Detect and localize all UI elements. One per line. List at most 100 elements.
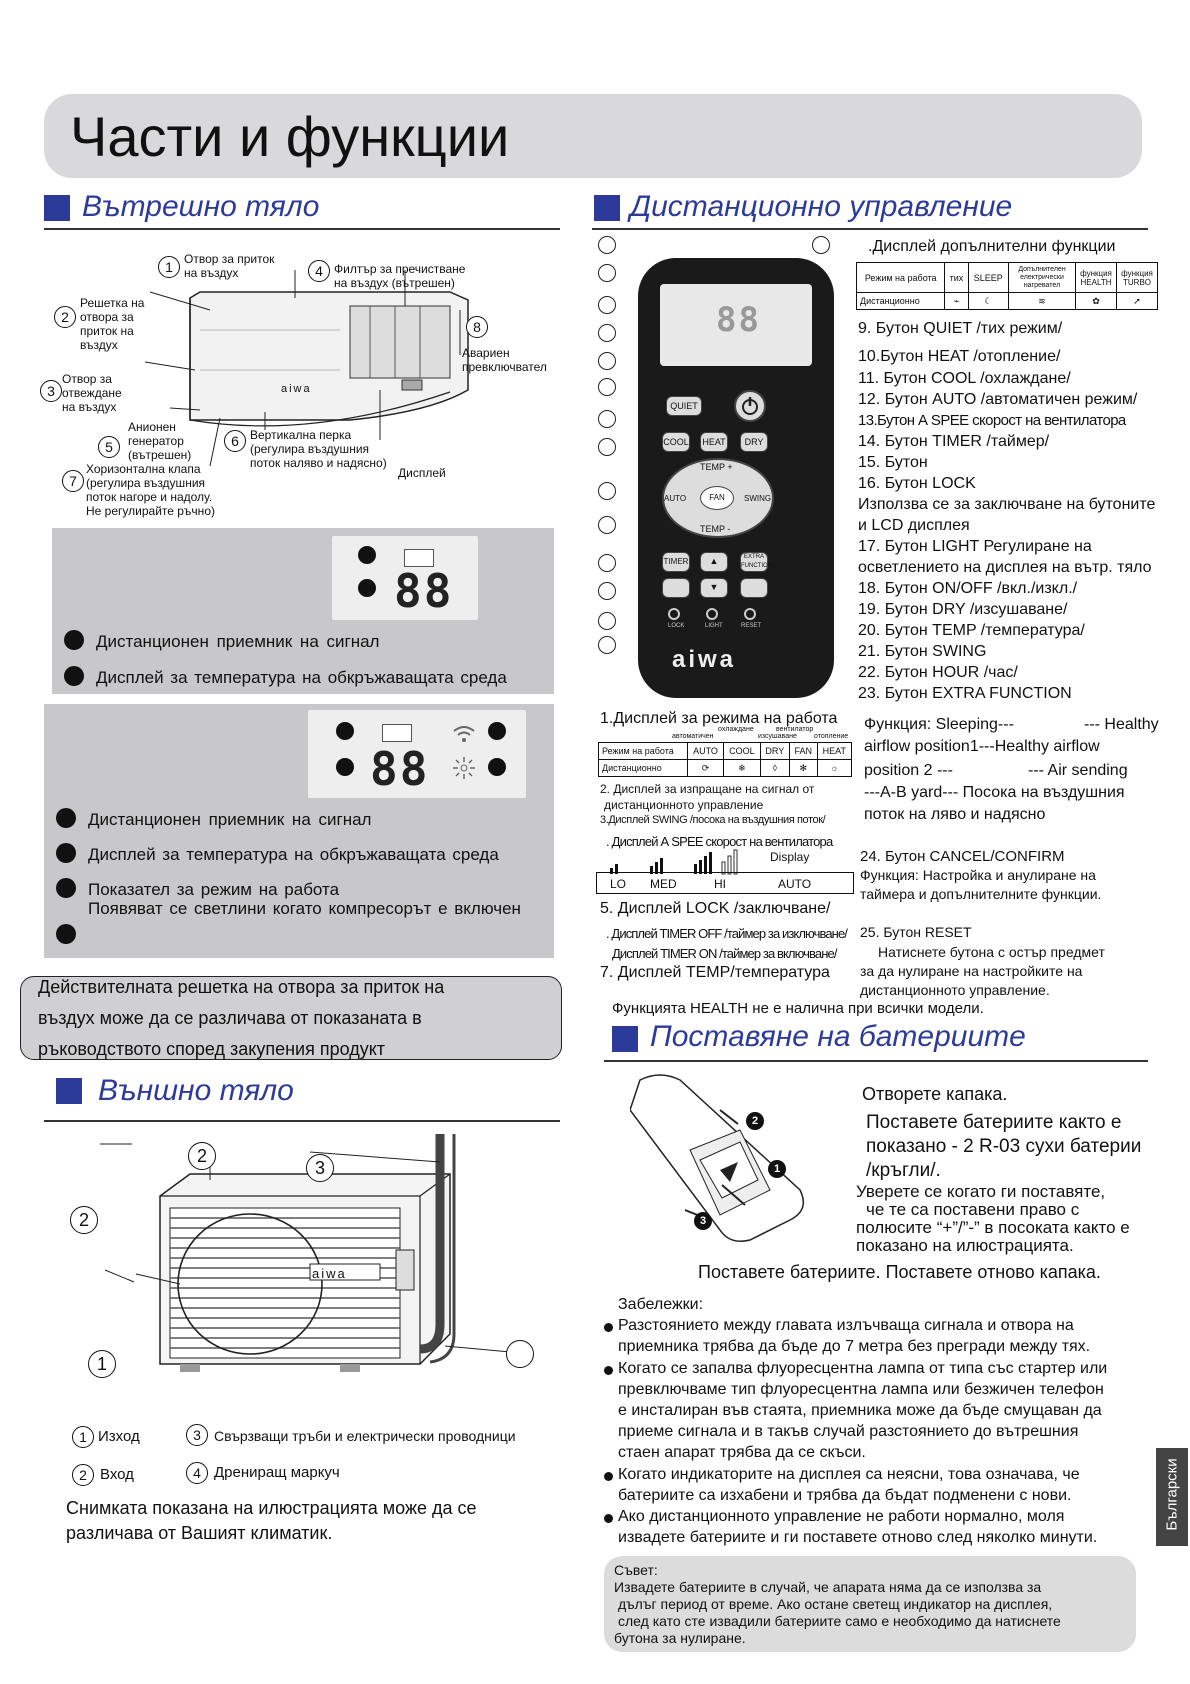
outdoor-callout-empty (506, 1340, 534, 1368)
divider (44, 228, 560, 230)
bullet-dot (56, 878, 76, 898)
down-button[interactable]: ▼ (700, 578, 728, 598)
reset-line: дистанционното управление. (860, 982, 1050, 998)
callout-1: 1 (158, 256, 180, 278)
section-marker (44, 195, 70, 221)
mode-table-cell: HEAT (816, 742, 853, 760)
panel2-temp-digits: 88 (370, 742, 430, 796)
mode-table-cell: AUTO (687, 742, 724, 760)
bullet-dot (604, 1366, 613, 1375)
battery-line: Уверете се когато ги поставяте, (856, 1182, 1106, 1201)
notes-title: Забележки: (618, 1296, 704, 1313)
function-line: airflow position1---Healthy airflow (864, 738, 1100, 755)
temp-plus-button[interactable]: TEMP + (700, 462, 733, 472)
health-note: Функцията HEALTH не е налична при всички… (612, 1000, 984, 1017)
list-line: 23. Бутон EXTRA FUNCTION (858, 685, 1072, 702)
section-marker (56, 1078, 82, 1104)
indoor-heading: Вътрешно тяло (82, 190, 320, 223)
power-icon (742, 397, 758, 415)
up-button[interactable]: ▲ (700, 552, 728, 572)
advice-title: Съвет: (614, 1562, 658, 1578)
list-line: 14. Бутон TIMER /таймер/ (858, 433, 1050, 450)
advice-line: Извадете батериите в случай, че апарата … (614, 1579, 1042, 1595)
panel2-item-receiver: Дистанционен приемник на сигнал (88, 810, 372, 829)
quiet-button[interactable]: QUIET (666, 396, 702, 416)
speed-line: . Дисплей А SPEE скорост на вентилатора (606, 834, 833, 849)
hour-button[interactable] (662, 578, 690, 598)
remote-callout (598, 516, 616, 534)
lock-button[interactable] (668, 608, 680, 620)
list-line: 17. Бутон LIGHT Регулиране на (858, 538, 1092, 555)
extra-table-icon: ☾ (967, 292, 1010, 310)
remote-lcd-digits: 88 (716, 300, 761, 340)
reset-button[interactable] (744, 608, 756, 620)
function-line: поток на ляво и надясно (864, 806, 1046, 823)
timer-button[interactable]: TIMER (662, 552, 690, 572)
callout-4: 4 (308, 260, 330, 282)
legend-num-3: 3 (186, 1424, 208, 1446)
list-line: 19. Бутон DRY /изсушаване/ (858, 601, 1068, 618)
fan-mode-icon: ✻ (788, 759, 818, 777)
remote-callout (598, 482, 616, 500)
list-line: 12. Бутон AUTO /автоматичен режим/ (858, 391, 1138, 408)
remote-callout (598, 264, 616, 282)
fan-button[interactable]: FAN (700, 486, 734, 510)
note-box (20, 976, 562, 1060)
step-1-badge: 1 (768, 1160, 786, 1178)
reset-line: за да нулиране на настройките на (860, 963, 1083, 979)
callout-2: 2 (54, 306, 76, 328)
timer-off-line: . Дисплей TIMER OFF /таймер за изключван… (606, 926, 848, 941)
panel2-item-compressor: Появяват се светлини когато компресорът … (88, 899, 521, 918)
indoor-unit-illustration (144, 270, 469, 467)
mode-sub: охлаждане (718, 726, 754, 733)
cool-mode-icon: ❄ (722, 759, 761, 777)
temp-minus-button[interactable]: TEMP - (700, 524, 731, 534)
extra-table-icon: ✿ (1075, 292, 1117, 310)
outdoor-caption: Снимката показана на илюстрацията може д… (66, 1498, 477, 1543)
bullet-dot (604, 1472, 613, 1481)
dry-button[interactable]: DRY (740, 432, 768, 452)
note-line: извадете батериите и ги поставете отново… (618, 1529, 1098, 1546)
outdoor-callout-2b: 2 (70, 1206, 98, 1234)
battery-line: показано - 2 R-03 сухи батерии (866, 1136, 1142, 1157)
heat-button[interactable]: HEAT (700, 432, 728, 452)
list-line: Използва се за заключване на бутоните (858, 496, 1156, 513)
cancel-confirm-button[interactable] (740, 578, 768, 598)
extra-table-icon: ≋ (1008, 292, 1076, 310)
advice-line: след като сте извадили батериите само е … (618, 1613, 1061, 1629)
extra-heading: .Дисплей допълнителни функции (868, 238, 1116, 255)
sun-icon (453, 757, 475, 779)
bullet-dot (56, 808, 76, 828)
legend-num-2: 2 (72, 1464, 94, 1486)
label-air-intake: Отвор за приток на въздух (184, 252, 275, 280)
callout-7: 7 (62, 470, 84, 492)
speed-label-box (596, 872, 854, 894)
legend-inlet: Вход (100, 1466, 134, 1483)
list-line: 13.Бутон А SPEE скорост на вентилатора (858, 412, 1126, 429)
fan-speed-bars-icon (610, 849, 738, 875)
extra-function-button[interactable]: EXTRA FUNCTION (740, 552, 772, 572)
indicator-dot (488, 722, 506, 740)
speed-med: MED (650, 877, 677, 891)
label-intake-grille: Решетка на отвора за приток на въздух (80, 296, 145, 352)
remote-lcd (660, 284, 812, 366)
power-button[interactable] (734, 390, 766, 422)
auto-button[interactable]: AUTO (664, 494, 687, 503)
mode-table-cell: Дистанционно (598, 759, 688, 777)
step-2-badge: 2 (746, 1112, 764, 1130)
cool-button[interactable]: COOL (662, 432, 690, 452)
reset-line: 25. Бутон RESET (860, 924, 972, 940)
speed-display-label: Display (770, 850, 810, 864)
legend-num-4: 4 (186, 1462, 208, 1484)
remote-callout (598, 612, 616, 630)
swing-button[interactable]: SWING (744, 494, 772, 503)
panel2-item-temperature: Дисплей за температура на обкръжаващата … (88, 845, 499, 864)
note-line: батериите са изхабени и трябва да бъдат … (618, 1487, 1072, 1504)
swing-line: 3.Дисплей SWING /посока на въздушния пот… (600, 814, 826, 826)
extra-table-icon: ⌁ (944, 292, 969, 310)
battery-line: че те са поставени право с (866, 1200, 1080, 1219)
mode-table: Режим на работа AUTO COOL DRY FAN HEAT Д… (598, 742, 853, 777)
divider (592, 228, 1148, 230)
battery-line: полюсите “+”/”-” в посоката както е (856, 1218, 1130, 1237)
light-button[interactable] (706, 608, 718, 620)
